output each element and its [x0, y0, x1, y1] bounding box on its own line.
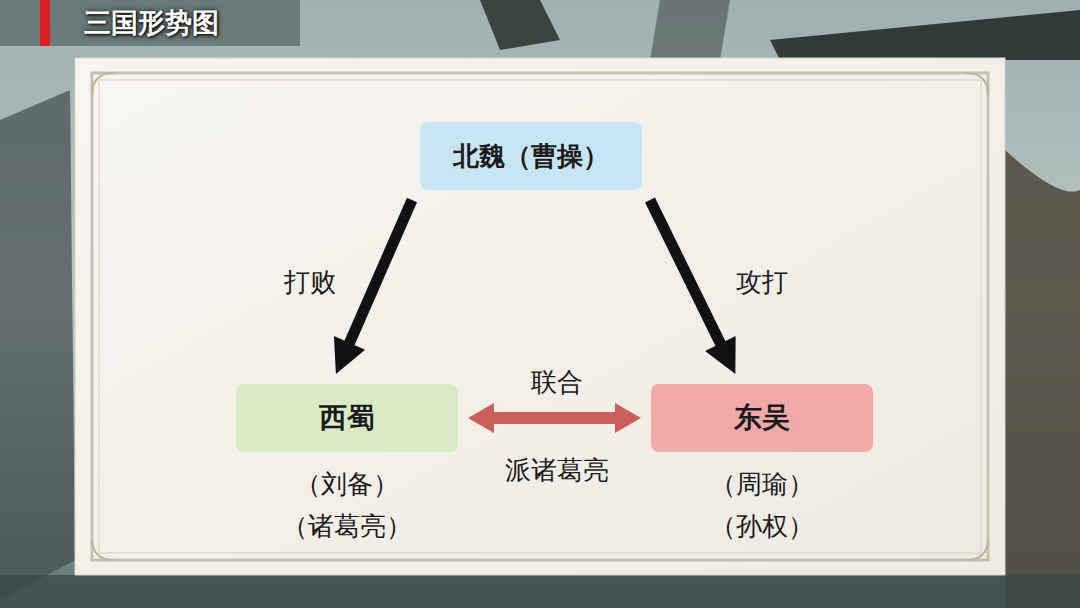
helmet	[480, 0, 560, 50]
arrow	[650, 200, 736, 374]
title: 三国形势图	[84, 5, 219, 41]
note-label: （诸葛亮）	[282, 509, 412, 544]
state-box: 东吴	[651, 384, 873, 452]
paper-card	[75, 58, 1005, 575]
note-label: （周瑜）	[710, 467, 814, 502]
title-bar	[40, 0, 50, 46]
state-box: 西蜀	[236, 384, 458, 452]
box-label: 西蜀	[319, 399, 375, 437]
paper-border-inner	[99, 80, 981, 553]
state-box: 北魏（曹操）	[420, 122, 642, 190]
arrow-head	[705, 336, 736, 374]
arrow-shaft	[349, 200, 412, 345]
arrow	[334, 200, 412, 374]
title-band	[0, 0, 300, 46]
arrow-head	[334, 336, 365, 374]
mast-beam	[770, 10, 1080, 60]
arrow-shaft	[492, 412, 617, 424]
sail	[650, 0, 730, 60]
edge-label: 联合	[531, 365, 583, 400]
note-label: （孙权）	[710, 509, 814, 544]
corner-ornaments	[92, 73, 988, 560]
edge-label: 攻打	[736, 265, 788, 300]
box-label: 北魏（曹操）	[453, 139, 609, 174]
arrow-head	[468, 403, 494, 433]
arrow-shaft	[650, 200, 721, 345]
box-label: 东吴	[734, 399, 790, 437]
paper-border	[92, 73, 988, 560]
deck	[0, 575, 1080, 608]
boat-left	[0, 90, 75, 600]
arrow-head	[615, 403, 641, 433]
note-label: （刘备）	[295, 467, 399, 502]
note-label: 派诸葛亮	[505, 453, 609, 488]
edge-label: 打败	[284, 265, 336, 300]
straw-boat	[1005, 150, 1080, 608]
double-arrow	[468, 403, 641, 433]
